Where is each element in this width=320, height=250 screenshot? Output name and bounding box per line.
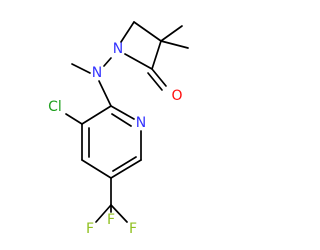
bond-nmethyl <box>71 63 91 74</box>
bond-n-n <box>103 57 112 67</box>
atom-f-right: F <box>129 221 137 237</box>
atom-cl: Cl <box>48 99 62 115</box>
atom-n-pyridine: N <box>136 115 146 131</box>
bond-methyl-a <box>160 25 183 42</box>
bond-n-c2 <box>98 80 112 107</box>
atom-f-left: F <box>86 221 94 237</box>
atom-f-top: F <box>107 212 115 228</box>
bond-c4-c5 <box>81 159 112 179</box>
bond-lines <box>65 21 189 223</box>
atom-n-lactam: N <box>113 41 123 57</box>
bond-ring-cq-cco <box>151 40 162 70</box>
bond-c5-c6 <box>110 159 142 179</box>
bond-cf3-fright <box>110 204 128 223</box>
bond-methyl-b <box>160 40 189 49</box>
atom-o-carbonyl: O <box>171 88 182 104</box>
bond-npy-c2 <box>110 105 135 120</box>
bond-cf3-fleft <box>95 204 112 223</box>
bond-carbonyl-1 <box>151 68 167 87</box>
bond-ring-cco-n <box>124 53 153 70</box>
bond-npy-c2-inner <box>111 113 132 127</box>
bond-c3-cl <box>65 113 83 125</box>
atom-labels: N N O Cl N F F F <box>48 41 182 237</box>
bond-carbonyl-2 <box>147 72 163 91</box>
atom-n-amine: N <box>92 65 102 81</box>
structure-diagram: N N O Cl N F F F <box>48 21 189 237</box>
bond-ring-n-ch2 <box>120 21 135 43</box>
bond-c2-c3 <box>81 105 112 125</box>
bond-c5-c6-inner <box>112 156 137 172</box>
bond-ring-ch2-cq <box>133 21 162 42</box>
